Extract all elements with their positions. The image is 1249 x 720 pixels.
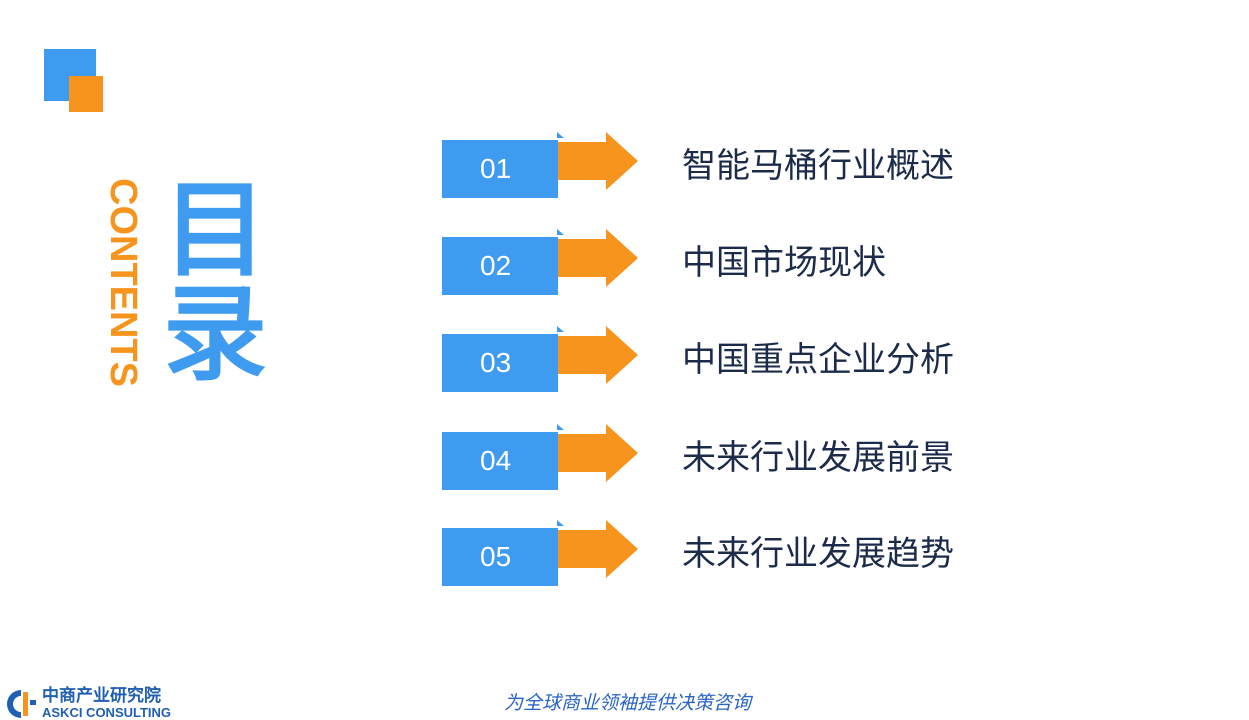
menu-item-label: 中国市场现状	[682, 243, 886, 283]
menu-item-label: 中国重点企业分析	[682, 340, 954, 380]
menu-item-number: 01	[442, 140, 558, 198]
decor-square-orange	[69, 76, 103, 112]
arrow-right-icon	[557, 229, 638, 287]
company-logo: 中商产业研究院 ASKCI CONSULTING	[4, 684, 184, 720]
arrow-right-icon	[557, 520, 638, 578]
menu-item-4: 04 未来行业发展前景	[442, 424, 1002, 494]
page-title: 目录	[162, 169, 267, 395]
menu-item-number: 02	[442, 237, 558, 295]
arrow-right-icon	[557, 132, 638, 190]
menu-item-number: 05	[442, 528, 558, 586]
menu-item-3: 03 中国重点企业分析	[442, 326, 1002, 396]
menu-item-2: 02 中国市场现状	[442, 229, 1002, 299]
menu-item-5: 05 未来行业发展趋势	[442, 520, 1002, 590]
menu-item-label: 未来行业发展前景	[682, 438, 954, 478]
menu-item-label: 未来行业发展趋势	[682, 534, 954, 574]
menu-item-label: 智能马桶行业概述	[682, 146, 954, 186]
menu-item-1: 01 智能马桶行业概述	[442, 132, 1002, 202]
contents-heading: CONTENTS	[102, 178, 144, 387]
slogan: 为全球商业领袖提供决策咨询	[504, 692, 752, 714]
menu-item-number: 03	[442, 334, 558, 392]
menu-item-number: 04	[442, 432, 558, 490]
logo-text-en: ASKCI CONSULTING	[42, 705, 172, 720]
logo-icon	[7, 690, 36, 718]
logo-text-cn: 中商产业研究院	[42, 686, 161, 706]
arrow-right-icon	[557, 424, 638, 482]
arrow-right-icon	[557, 326, 638, 384]
